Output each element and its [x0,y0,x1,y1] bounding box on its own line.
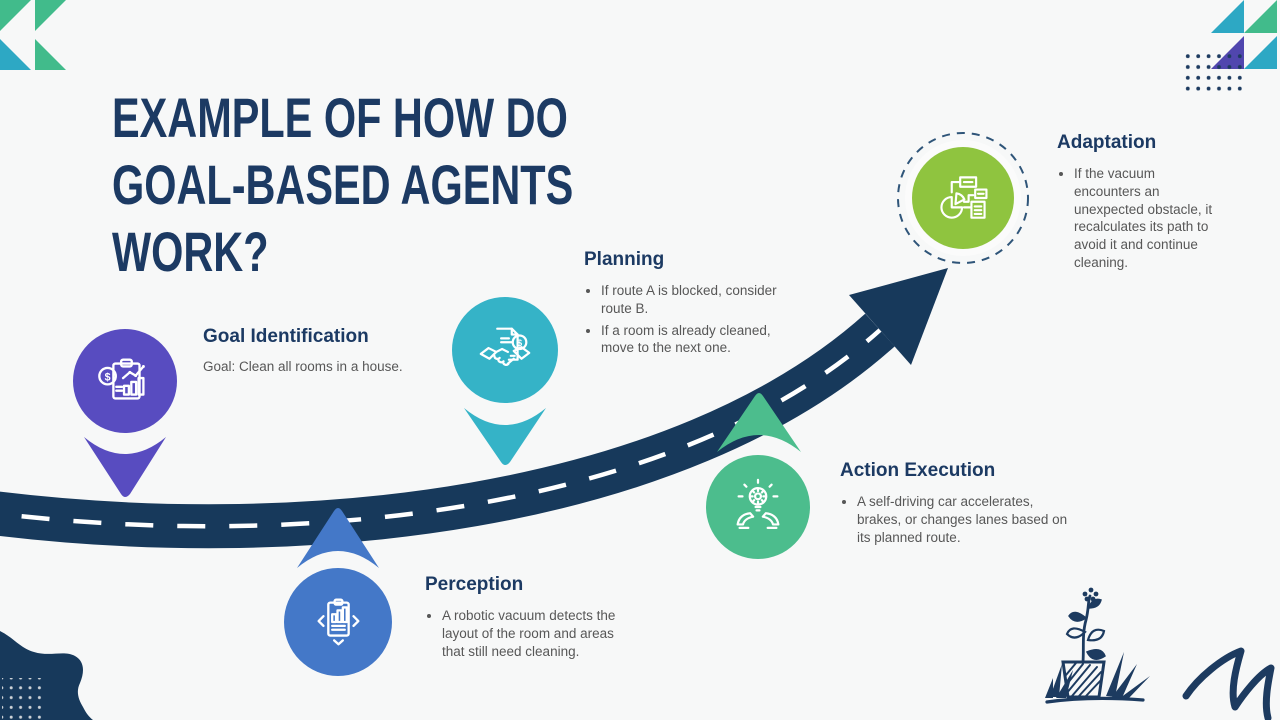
pin-goal-identification [84,437,166,497]
stage-adaptation: Adaptation If the vacuum encounters an u… [1057,132,1217,276]
road-center-dashes [0,328,882,529]
stage-bullet: A robotic vacuum detects the layout of t… [442,607,640,660]
road-arrow-icon [849,268,948,365]
stage-heading: Planning [584,249,665,270]
stage-circle-perception [284,568,392,676]
pin-perception [297,508,379,568]
stage-bullets: If route A is blocked, consider route B.… [584,282,806,357]
stage-bullet: If the vacuum encounters an unexpected o… [1074,165,1216,272]
adaptation-dashed-ring [897,132,1029,264]
svg-text:$: $ [517,338,522,348]
stage-circle-planning: $ [452,297,558,403]
page-title: EXAMPLE OF HOW DO GOAL-BASED AGENTS WORK… [112,84,735,285]
clipboard-analytics-icon: $ [98,358,145,400]
stage-heading: Action Execution [840,460,996,481]
stage-bullets: A robotic vacuum detects the layout of t… [425,607,640,660]
stage-circle-adaptation [912,147,1014,249]
title-line: GOAL-BASED AGENTS [112,153,574,216]
hands-idea-icon [736,478,780,529]
stage-goal-identification: Goal Identification Goal: Clean all room… [203,326,443,376]
stage-heading: Goal Identification [203,326,369,347]
stage-heading: Perception [425,574,524,595]
stage-description: Goal: Clean all rooms in a house. [203,359,403,374]
pin-planning [464,408,546,465]
stage-perception: Perception A robotic vacuum detects the … [425,574,640,664]
stage-bullet: If route A is blocked, consider route B. [601,282,806,318]
stage-bullets: A self-driving car accelerates, brakes, … [840,493,1069,546]
dots-grid-bottom-left [2,678,47,720]
dots-grid-top-right [1180,52,1242,94]
stage-heading: Adaptation [1057,132,1157,153]
stage-bullets: If the vacuum encounters an unexpected o… [1057,165,1216,272]
corner-triangles-top-left [0,0,66,70]
stage-planning: Planning If route A is blocked, consider… [584,249,814,361]
pie-report-icon [940,176,988,219]
stage-action-execution: Action Execution A self-driving car acce… [840,460,1070,550]
stage-circle-action-execution [706,455,810,559]
stage-circle-goal-identification: $ [73,329,177,433]
clipboard-data-icon [317,598,360,646]
pin-action-execution [717,393,801,452]
stage-bullet: A self-driving car accelerates, brakes, … [857,493,1069,546]
agreement-dollar-icon: $ [479,327,531,366]
squiggle-icon [1182,647,1275,720]
svg-text:$: $ [105,372,111,384]
stage-bullet: If a room is already cleaned, move to th… [601,322,806,358]
title-line: EXAMPLE OF HOW DO [112,86,568,149]
plant-doodle-icon [1045,587,1150,704]
title-line: WORK? [112,220,269,283]
